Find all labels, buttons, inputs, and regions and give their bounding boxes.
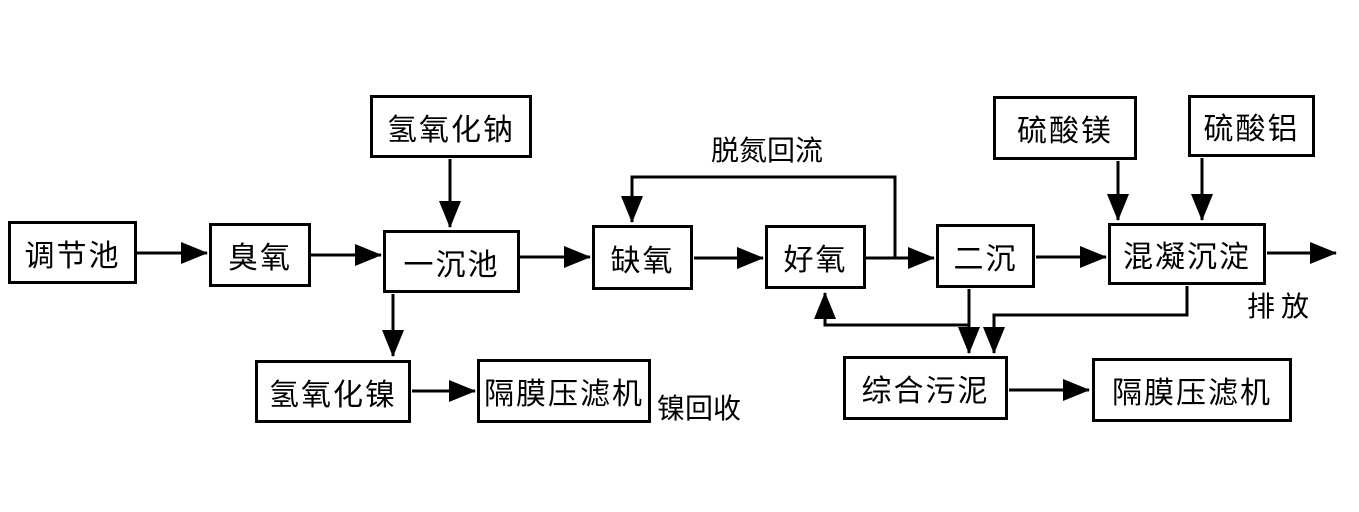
label-denitrification-reflux: 脱氮回流 (711, 136, 824, 167)
node-nickel-hydroxide: 氢氧化镍 (255, 360, 411, 423)
node-sodium-hydroxide: 氢氧化钠 (370, 95, 532, 158)
node-filter-press-left: 隔膜压滤机 (477, 359, 651, 423)
arrow-coagulation-to-sludge (983, 286, 1189, 354)
node-comprehensive-sludge: 综合污泥 (843, 356, 1008, 420)
node-ozone: 臭氧 (209, 223, 311, 287)
arrow-sludge-return-to-aerobic (814, 292, 969, 327)
node-secondary-sedimentation: 二沉 (936, 224, 1035, 288)
node-coagulation-sedimentation: 混凝沉淀 (1108, 223, 1266, 285)
arrow-denitrification-reflux (621, 175, 897, 257)
node-anoxic: 缺氧 (592, 225, 693, 290)
node-aerobic: 好氧 (765, 225, 866, 289)
node-filter-press-right: 隔膜压滤机 (1092, 358, 1292, 422)
node-primary-sedimentation: 一沉池 (383, 230, 520, 293)
label-discharge: 排放 (1247, 292, 1316, 323)
label-nickel-recovery: 镍回收 (657, 394, 742, 425)
node-magnesium-sulfate: 硫酸镁 (993, 96, 1137, 160)
node-aluminum-sulfate: 硫酸铝 (1188, 95, 1315, 157)
node-regulating-pool: 调节池 (8, 221, 137, 284)
